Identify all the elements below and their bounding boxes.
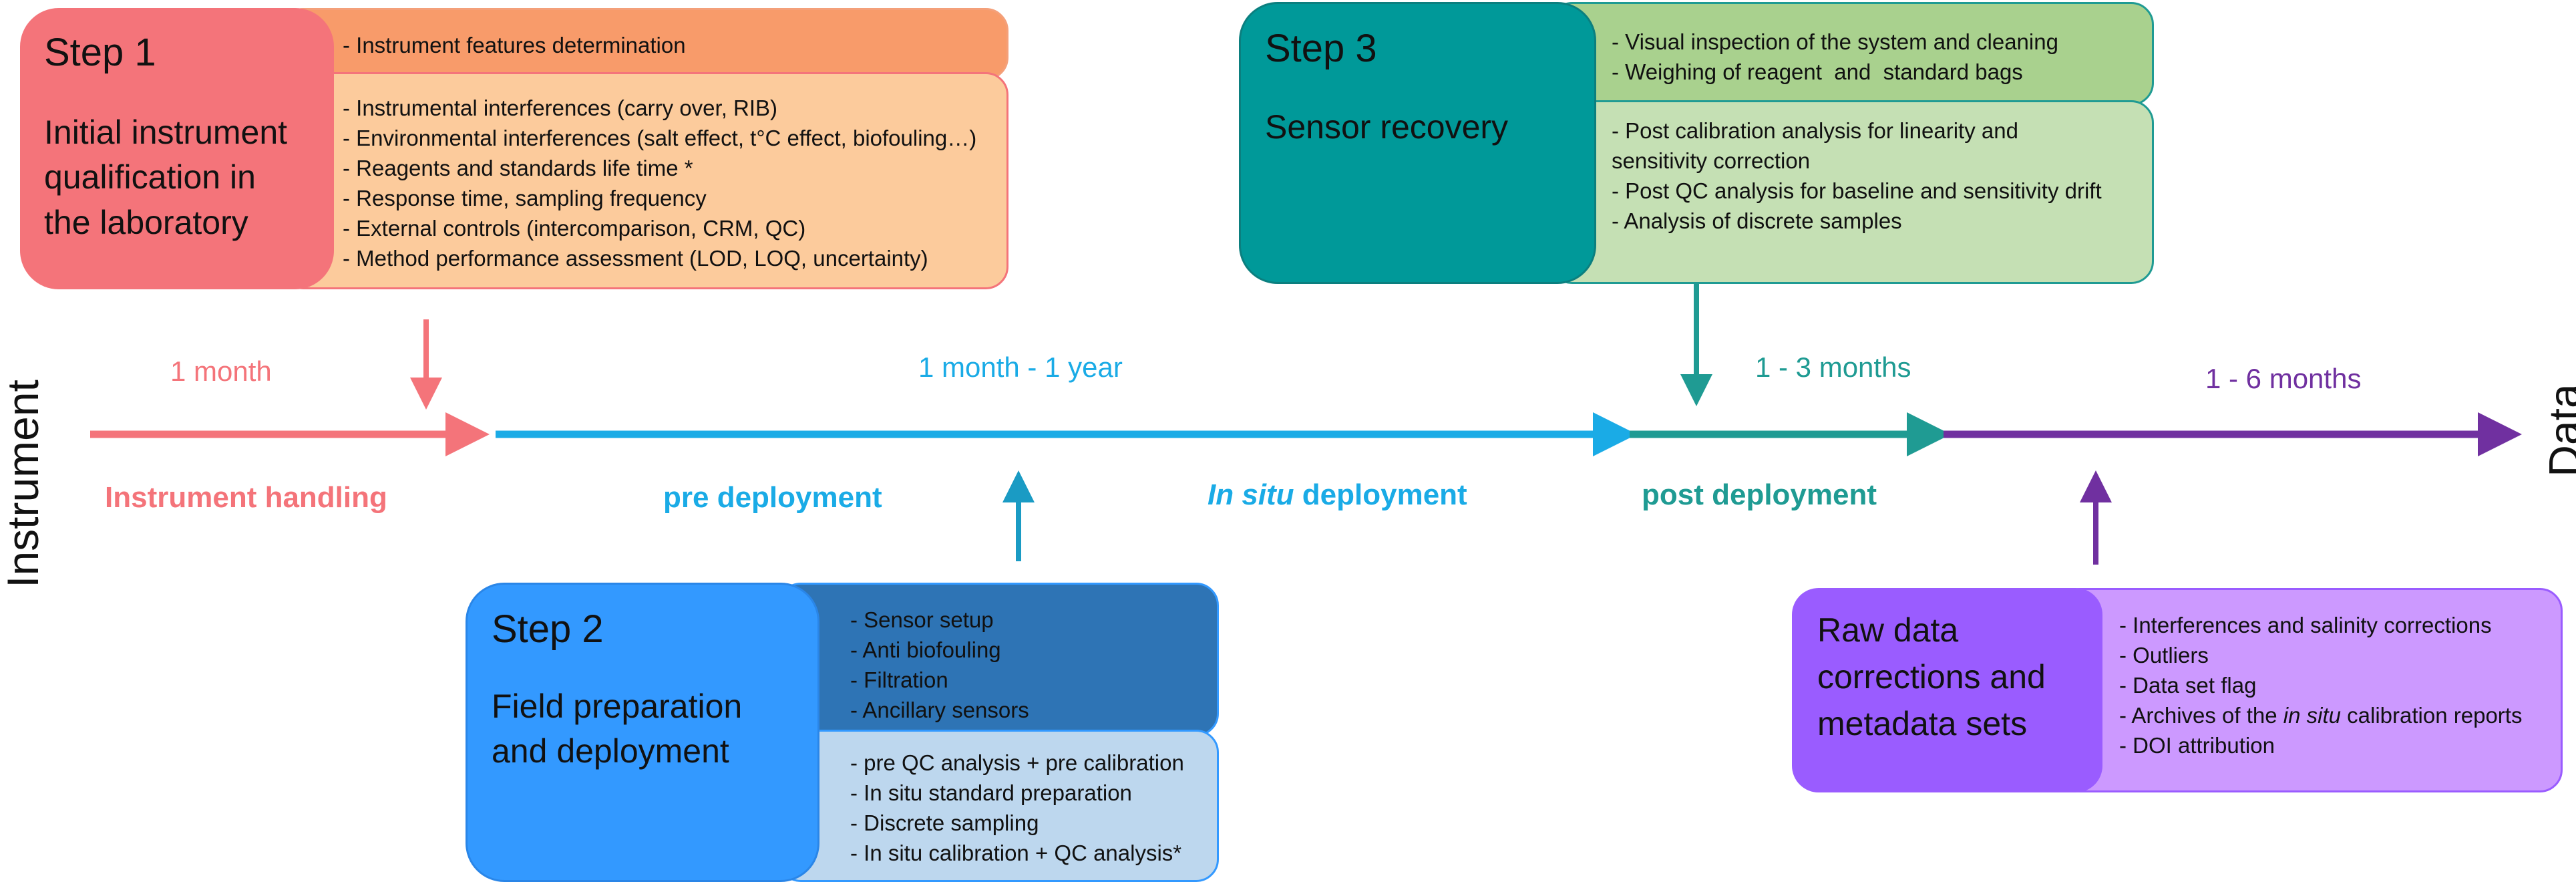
- step2-bottom-list: - pre QC analysis + pre calibration - In…: [850, 748, 1217, 868]
- phase-label-insitu: In situ deployment: [1208, 478, 1467, 512]
- step3-header: Step 3 Sensor recovery: [1239, 2, 1596, 284]
- list-item: - Visual inspection of the system and cl…: [1612, 29, 2058, 54]
- step4-list: - Interferences and salinity corrections…: [2119, 610, 2561, 760]
- list-item: - Anti biofouling: [850, 637, 1001, 662]
- axis-label-data: Data: [2539, 384, 2576, 477]
- step4-title: Raw data corrections and metadata sets: [1817, 611, 2046, 742]
- list-item: - In situ calibration + QC analysis*: [850, 841, 1182, 865]
- phase-label-handling: Instrument handling: [105, 481, 387, 514]
- list-item: - Analysis of discrete samples: [1612, 208, 1902, 233]
- step1-header: Step 1 Initial instrument qualification …: [20, 8, 334, 289]
- list-item: - Instrumental interferences (carry over…: [343, 96, 778, 120]
- phase-label-post: post deployment: [1642, 478, 1877, 511]
- duration-label-handling: 1 month: [170, 355, 272, 387]
- step1-bottom-panel: - Instrumental interferences (carry over…: [281, 72, 1008, 289]
- step3-bottom-list: - Post calibration analysis for linearit…: [1612, 116, 2152, 236]
- list-item: - Discrete sampling: [850, 811, 1039, 835]
- step2-top-panel: - Sensor setup - Anti biofouling - Filtr…: [778, 583, 1219, 736]
- step2-top-list: - Sensor setup - Anti biofouling - Filtr…: [850, 605, 1217, 725]
- list-item: - pre QC analysis + pre calibration: [850, 750, 1184, 775]
- duration-label-post: 1 - 3 months: [1755, 351, 1911, 383]
- list-item: - External controls (intercomparison, CR…: [343, 216, 806, 241]
- list-item: - Interferences and salinity corrections: [2119, 613, 2492, 637]
- axis-label-instrument: Instrument: [0, 380, 47, 588]
- step1-top-panel: - Instrument features determination: [281, 8, 1008, 80]
- list-item: - Environmental interferences (salt effe…: [343, 126, 977, 150]
- step2-header: Step 2 Field preparation and deployment: [466, 583, 819, 882]
- step1-title: Initial instrument qualification in the …: [44, 113, 288, 241]
- list-item: - DOI attribution: [2119, 733, 2275, 758]
- step2-bottom-panel: - pre QC analysis + pre calibration - In…: [778, 730, 1219, 882]
- list-item: - Archives of the in situ calibration re…: [2119, 703, 2523, 728]
- step3-title: Sensor recovery: [1265, 108, 1509, 146]
- step4-list-panel: - Interferences and salinity corrections…: [2057, 588, 2563, 792]
- list-item: - Data set flag: [2119, 673, 2257, 698]
- list-item: - Weighing of reagent and standard bags: [1612, 59, 2023, 84]
- list-item: - Instrument features determination: [343, 33, 686, 57]
- phase-label-insitu-rest: deployment: [1294, 478, 1467, 511]
- step1-bottom-list: - Instrumental interferences (carry over…: [343, 93, 1006, 273]
- list-item: - Ancillary sensors: [850, 698, 1029, 722]
- phase-label-insitu-italic: In situ: [1208, 478, 1294, 511]
- list-item: - Response time, sampling frequency: [343, 186, 707, 210]
- step3-label: Step 3: [1265, 27, 1377, 70]
- list-item: - Post calibration analysis for linearit…: [1612, 118, 2018, 143]
- step2-label: Step 2: [492, 607, 604, 651]
- duration-label-data: 1 - 6 months: [2205, 363, 2362, 394]
- list-item: - Filtration: [850, 668, 948, 692]
- step4-header: Raw data corrections and metadata sets: [1792, 588, 2102, 792]
- list-item: - Post QC analysis for baseline and sens…: [1612, 178, 2102, 203]
- list-item: - Sensor setup: [850, 607, 994, 632]
- step3-bottom-panel: - Post calibration analysis for linearit…: [1549, 100, 2154, 284]
- step1-top-list: - Instrument features determination: [343, 30, 1006, 60]
- step3-top-panel: - Visual inspection of the system and cl…: [1549, 2, 2154, 106]
- list-item: - Outliers: [2119, 643, 2209, 668]
- duration-label-deployment: 1 month - 1 year: [918, 351, 1123, 383]
- step3-top-list: - Visual inspection of the system and cl…: [1612, 27, 2152, 87]
- step2-title: Field preparation and deployment: [492, 687, 743, 770]
- list-item: - Reagents and standards life time *: [343, 156, 693, 180]
- list-item: - Method performance assessment (LOD, LO…: [343, 246, 928, 271]
- list-item: - In situ standard preparation: [850, 780, 1132, 805]
- phase-label-pre: pre deployment: [663, 481, 882, 514]
- step1-label: Step 1: [44, 31, 156, 74]
- list-item: sensitivity correction: [1612, 148, 1811, 173]
